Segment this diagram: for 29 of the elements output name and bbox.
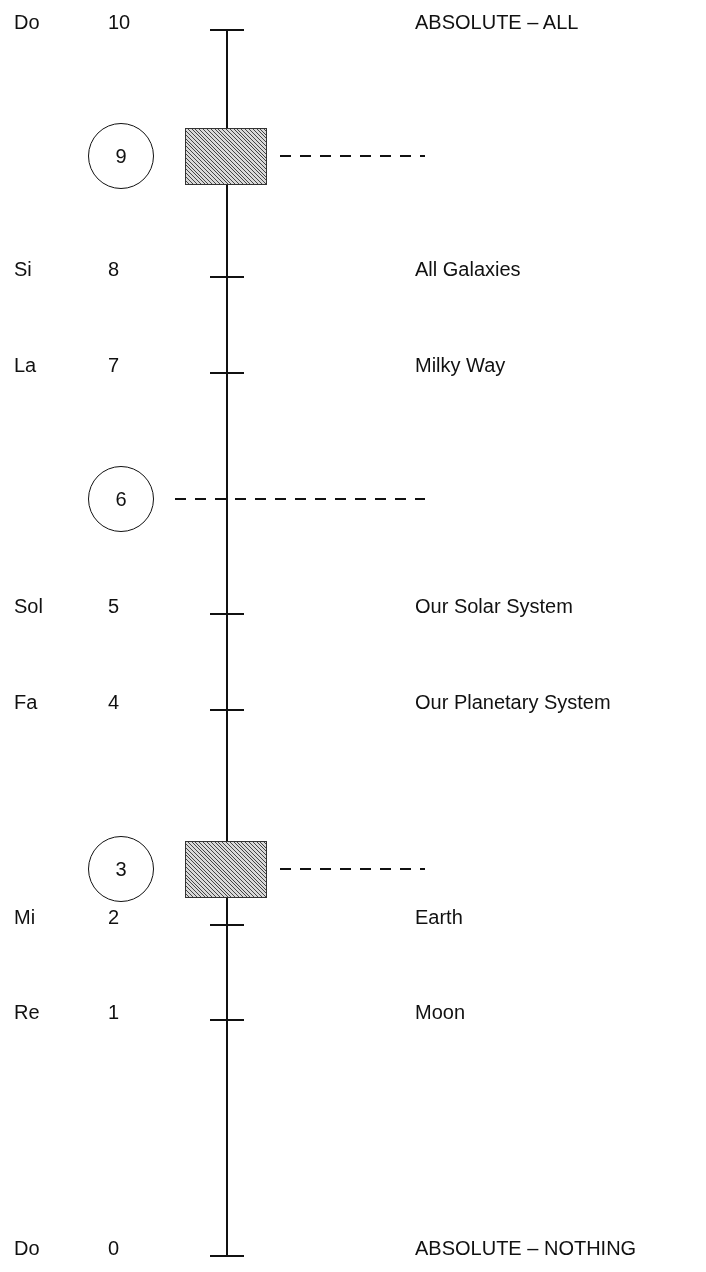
scale-number: 10	[108, 10, 131, 34]
level-label: Earth	[415, 905, 463, 929]
numbered-circle: 6	[88, 466, 154, 532]
hatched-block	[185, 841, 267, 898]
level-label: Moon	[415, 1000, 466, 1024]
hatched-block	[185, 128, 267, 185]
note-name: Si	[14, 257, 32, 281]
scale-number: 0	[108, 1236, 120, 1260]
numbered-circle: 9	[88, 123, 154, 189]
level-label: Our Solar System	[415, 594, 573, 618]
scale-number: 8	[108, 257, 120, 281]
note-name: Do	[14, 10, 40, 34]
scale-number: 1	[108, 1000, 120, 1024]
note-name: Fa	[14, 690, 38, 714]
note-name: Re	[14, 1000, 40, 1024]
note-name: Sol	[14, 594, 43, 618]
scale-number: 7	[108, 353, 120, 377]
level-label: ABSOLUTE – NOTHING	[415, 1236, 637, 1260]
scale-number: 4	[108, 690, 120, 714]
note-name: La	[14, 353, 37, 377]
scale-number: 2	[108, 905, 120, 929]
note-name: Mi	[14, 905, 36, 929]
level-label: All Galaxies	[415, 257, 521, 281]
note-name: Do	[14, 1236, 40, 1260]
numbered-circle: 3	[88, 836, 154, 902]
level-label: Milky Way	[415, 353, 506, 377]
scale-number: 5	[108, 594, 120, 618]
level-label: Our Planetary System	[415, 690, 611, 714]
level-label: ABSOLUTE – ALL	[415, 10, 579, 34]
